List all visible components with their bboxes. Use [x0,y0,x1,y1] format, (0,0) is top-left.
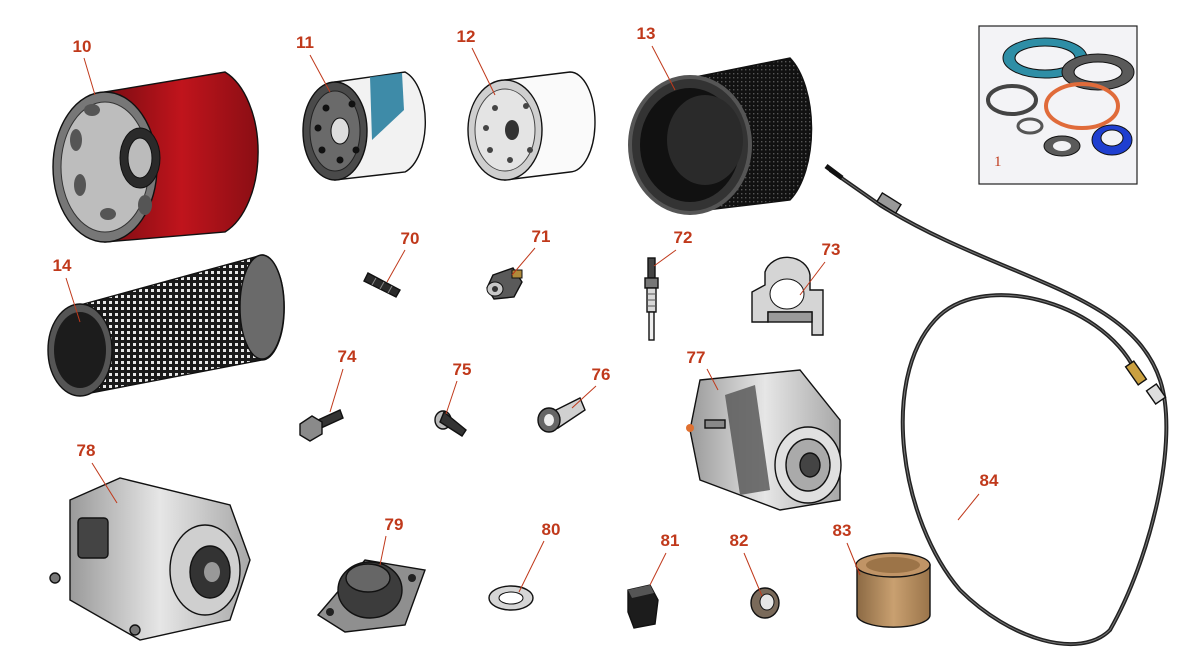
leader-line-71 [511,247,536,276]
leader-line-74 [329,368,344,413]
throttle-cable-icon [824,164,1169,646]
callout-71: 71 [532,227,551,246]
spin-on-fuel-filter-icon [467,71,596,181]
leader-line-80 [518,540,545,593]
leader-lines [65,45,980,597]
callout-14: 14 [53,256,72,275]
callout-82: 82 [730,531,749,550]
leader-line-12 [471,47,496,96]
leader-line-70 [386,249,406,283]
leader-line-77 [706,368,719,391]
callout-74: 74 [338,347,357,366]
starter-motor-icon [49,477,251,641]
leader-line-75 [445,380,458,415]
leader-line-76 [571,385,597,409]
air-filter-outer-icon [628,57,813,215]
alternator-icon [686,369,842,511]
callout-72: 72 [674,228,693,247]
callout-81: 81 [661,531,680,550]
leader-line-84 [957,493,980,521]
washer-icon [488,585,534,611]
leader-line-11 [309,54,331,93]
callout-10: 10 [73,37,92,56]
banjo-fitting-icon [537,397,586,433]
spin-on-oil-filter-icon [302,71,426,181]
leader-line-10 [83,57,96,96]
callout-76: 76 [592,365,611,384]
inset-label: 1 [994,154,1002,170]
leader-line-78 [91,462,118,504]
callout-84: 84 [980,471,999,490]
callout-73: 73 [822,240,841,259]
bushing-icon [855,552,931,628]
callout-77: 77 [687,348,706,367]
leader-line-72 [653,249,677,267]
glow-plug-icon [644,257,659,341]
stud-icon [363,272,401,298]
grommet-icon [750,587,780,619]
seal-kit-inset: 1 [978,25,1138,185]
hose-clip-icon [434,410,467,437]
engine-mount-icon [316,559,426,633]
callout-78: 78 [77,441,96,460]
air-filter-inner-icon [47,254,285,397]
bolt-icon [299,409,344,442]
callout-80: 80 [542,520,561,539]
leader-line-14 [65,277,81,323]
leader-line-81 [649,552,667,586]
leader-line-82 [743,552,763,597]
leader-line-73 [799,261,826,296]
callout-70: 70 [401,229,420,248]
callout-11: 11 [296,33,314,52]
callout-83: 83 [833,521,852,540]
leader-line-79 [379,535,387,566]
callout-79: 79 [385,515,404,534]
relay-icon [627,584,659,629]
callout-13: 13 [637,24,656,43]
seal-kit-icon [986,37,1135,157]
callout-numbers: 10 11 12 13 14 70 71 72 73 74 75 76 77 78 79 80 81 82 83 84 [53,24,999,550]
sender-switch-icon [486,267,523,300]
callout-12: 12 [457,27,476,46]
exhaust-clamp-icon [751,256,824,336]
leader-line-13 [651,45,676,91]
leader-line-83 [846,542,861,576]
red-canister-filter-icon [52,71,259,243]
callout-75: 75 [453,360,472,379]
